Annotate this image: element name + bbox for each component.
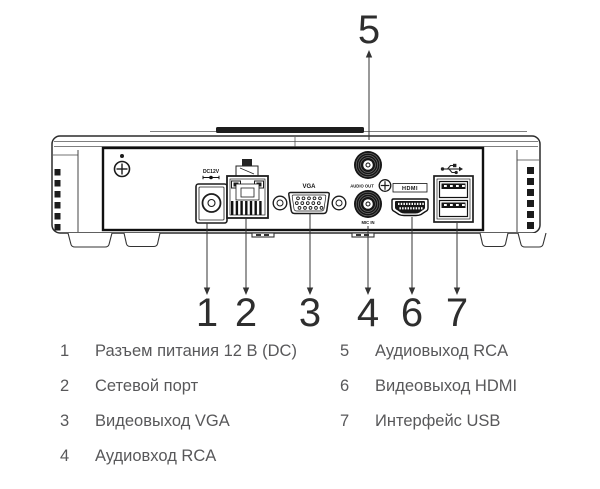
vga-port-label: VGA xyxy=(302,184,316,190)
legend-item-3: 3 Видеовыход VGA xyxy=(60,412,297,431)
legend-item-5: 5 Аудиовыход RCA xyxy=(340,342,517,361)
ground-screw-icon xyxy=(113,154,131,178)
legend-number: 4 xyxy=(60,447,70,465)
legend-item-4: 4 Аудиовход RCA xyxy=(60,447,297,466)
vga-screw-right xyxy=(331,195,347,211)
legend-number: 7 xyxy=(340,412,350,430)
rear-panel-diagram: DC12V xyxy=(51,8,547,335)
hdmi-port: HDMI xyxy=(391,183,429,217)
callout-5: 5 xyxy=(358,8,380,140)
legend-label: Видеовыход VGA xyxy=(95,412,230,430)
legend-left-column: 1 Разъем питания 12 В (DC) 2 Сетевой пор… xyxy=(60,342,297,482)
mic-in-label: MIC IN xyxy=(361,220,374,225)
legend-label: Разъем питания 12 В (DC) xyxy=(95,342,297,360)
mic-in-rca-port: MIC IN xyxy=(354,190,382,225)
callout-number-1: 1 xyxy=(196,291,218,335)
panel-screw-icon xyxy=(378,179,392,192)
callout-7: 7 xyxy=(446,223,468,335)
usb-port-top xyxy=(438,180,469,199)
ethernet-pins xyxy=(231,201,262,215)
hdmi-pins xyxy=(398,202,424,210)
callout-number-5: 5 xyxy=(358,8,380,52)
callout-number-3: 3 xyxy=(299,291,321,335)
legend-item-7: 7 Интерфейс USB xyxy=(340,412,517,431)
audio-out-label: AUDIO OUT xyxy=(350,184,374,189)
legend-number: 2 xyxy=(60,377,70,395)
legend-number: 3 xyxy=(60,412,70,430)
chassis-top xyxy=(150,127,527,133)
callout-number-4: 4 xyxy=(357,291,379,335)
legend-item-1: 1 Разъем питания 12 В (DC) xyxy=(60,342,297,361)
vga-screw-left xyxy=(272,195,288,211)
usb-port-bottom xyxy=(438,199,469,218)
hdmi-port-label: HDMI xyxy=(402,186,418,192)
callout-number-6: 6 xyxy=(401,291,423,335)
legend-label: Интерфейс USB xyxy=(375,412,501,430)
left-vent-slots xyxy=(54,169,61,231)
chassis-feet xyxy=(67,232,547,248)
legend-label: Аудиовыход RCA xyxy=(375,342,509,360)
callout-number-7: 7 xyxy=(446,291,468,335)
callout-6: 6 xyxy=(401,217,423,335)
legend-number: 1 xyxy=(60,342,70,360)
callout-4: 4 xyxy=(357,226,379,335)
callout-3: 3 xyxy=(299,214,321,335)
dc-polarity-icon xyxy=(202,175,220,180)
callout-number-2: 2 xyxy=(235,291,257,335)
legend-number: 5 xyxy=(340,342,350,360)
usb-ports xyxy=(433,163,474,223)
vga-port: VGA xyxy=(272,184,347,215)
legend-item-6: 6 Видеовыход HDMI xyxy=(340,377,517,396)
callout-2: 2 xyxy=(235,218,257,335)
legend-label: Сетевой порт xyxy=(95,377,199,395)
usb-icon xyxy=(440,163,463,175)
legend-item-2: 2 Сетевой порт xyxy=(60,377,297,396)
callout-lines-bottom: 1 2 3 4 6 xyxy=(196,214,468,335)
right-vent-slots xyxy=(527,167,534,229)
legend-label: Видеовыход HDMI xyxy=(375,377,518,395)
legend-label: Аудиовход RCA xyxy=(95,447,217,465)
dc-port-label: DC12V xyxy=(203,169,220,175)
audio-out-rca-port: AUDIO OUT xyxy=(350,151,382,189)
legend-number: 6 xyxy=(340,377,350,395)
vga-pin-holes xyxy=(294,196,324,210)
callout-1: 1 xyxy=(196,223,218,335)
legend-right-column: 5 Аудиовыход RCA 6 Видеовыход HDMI 7 Инт… xyxy=(340,342,517,447)
ethernet-port xyxy=(226,159,269,219)
